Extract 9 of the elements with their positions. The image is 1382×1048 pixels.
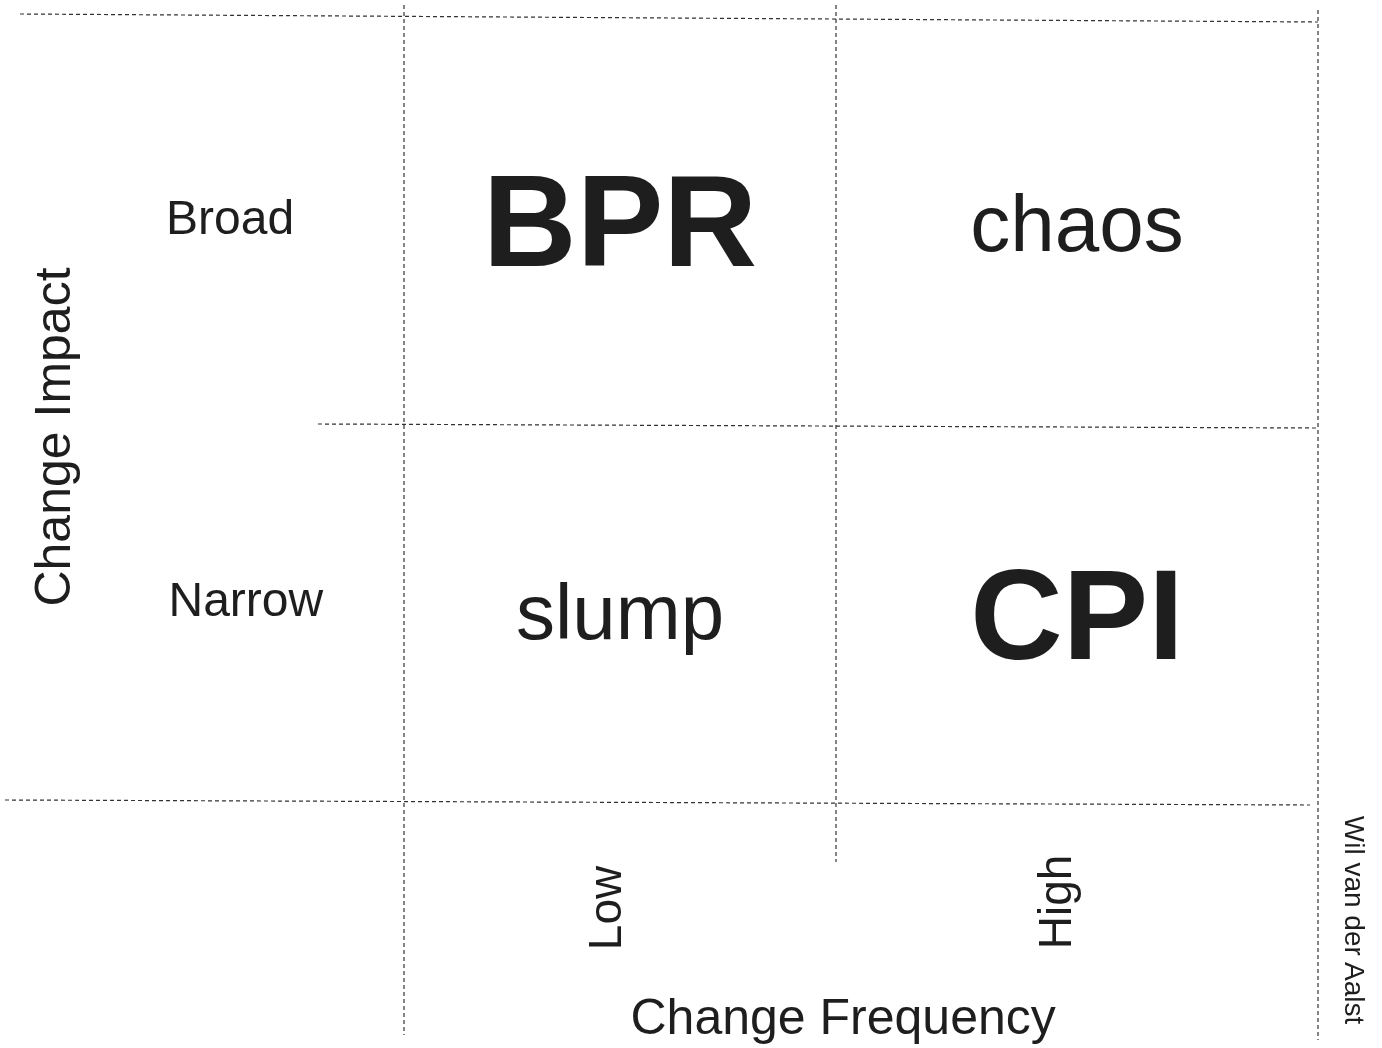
quadrant-label: BPR: [482, 156, 758, 286]
credit-text: Wil van der Aalst: [1339, 815, 1368, 1025]
axis-value-label: Broad: [166, 194, 295, 242]
quadrant-label: CPI: [970, 551, 1184, 679]
axis-value-label: Low: [582, 865, 629, 951]
quadrant-label: chaos: [970, 184, 1184, 264]
axis-title: Change Impact: [27, 267, 78, 607]
axis-value-label: Narrow: [168, 576, 324, 624]
axis-title: Change Frequency: [630, 992, 1056, 1042]
